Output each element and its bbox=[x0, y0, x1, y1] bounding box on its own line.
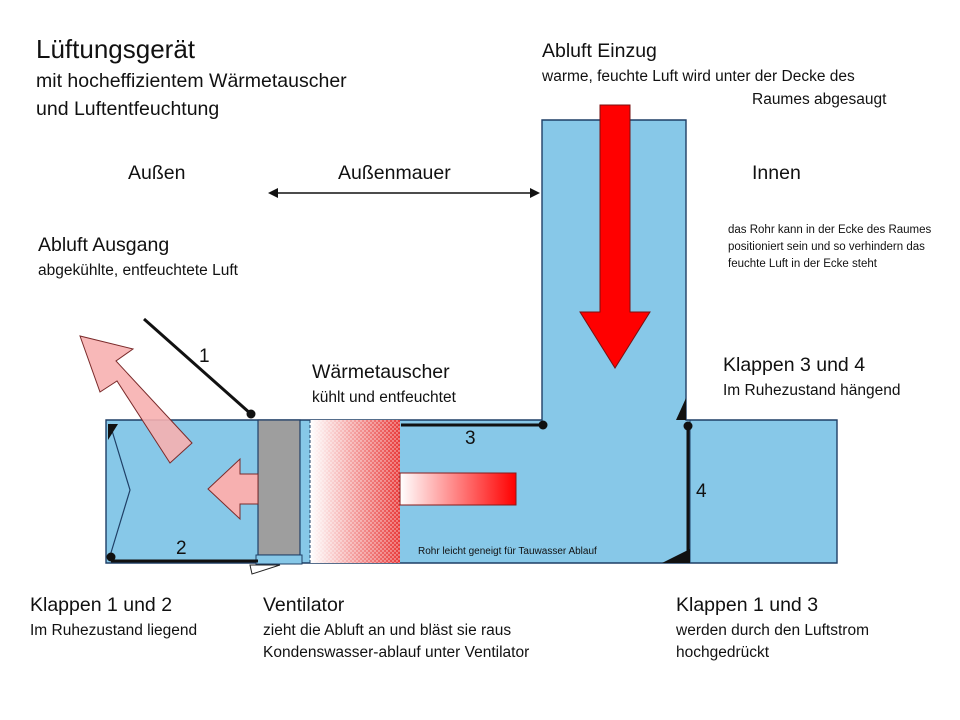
waermetauscher-sub: kühlt und entfeuchtet bbox=[312, 389, 456, 406]
title-line3: und Luftentfeuchtung bbox=[36, 98, 220, 120]
flow-arrow-left bbox=[207, 457, 259, 521]
zone-aussen: Außen bbox=[128, 162, 186, 184]
klappen-1-3-line2: hochgedrückt bbox=[676, 644, 770, 661]
klappen-1-2-heading: Klappen 1 und 2 bbox=[30, 594, 173, 616]
waermetauscher-heading: Wärmetauscher bbox=[312, 361, 450, 383]
flap-number-1: 1 bbox=[199, 346, 210, 367]
intake-arrow bbox=[579, 104, 651, 369]
klappen-3-4-heading: Klappen 3 und 4 bbox=[723, 354, 866, 376]
flap-1 bbox=[143, 317, 252, 416]
exhaust-arrow bbox=[79, 335, 193, 464]
zone-innen: Innen bbox=[752, 162, 801, 184]
fan bbox=[257, 419, 301, 556]
pipe-note: Rohr leicht geneigt für Tauwasser Ablauf bbox=[418, 546, 597, 557]
condensate-drain bbox=[249, 564, 281, 575]
flap-number-2: 2 bbox=[176, 538, 187, 559]
klappen-1-2-sub: Im Ruhezustand liegend bbox=[30, 622, 198, 639]
klappen-1-3-heading: Klappen 1 und 3 bbox=[676, 594, 819, 616]
ventilator-heading: Ventilator bbox=[263, 594, 345, 616]
klappen-1-3-line1: werden durch den Luftstrom bbox=[676, 622, 869, 639]
corner-note: das Rohr kann in der Ecke des Raumes pos… bbox=[728, 224, 932, 270]
abluft-einzug-line1: warme, feuchte Luft wird unter der Decke… bbox=[542, 68, 855, 85]
flap-number-3: 3 bbox=[465, 428, 476, 449]
ventilator-line1: zieht die Abluft an und bläst sie raus bbox=[263, 622, 512, 639]
title-line2: mit hocheffizientem Wärmetauscher bbox=[36, 70, 347, 92]
zone-aussenmauer: Außenmauer bbox=[338, 162, 451, 184]
abluft-einzug-heading: Abluft Einzug bbox=[542, 40, 657, 62]
abluft-einzug-line2: Raumes abgesaugt bbox=[752, 91, 887, 108]
abluft-ausgang-heading: Abluft Ausgang bbox=[38, 234, 170, 256]
ventilator-line2: Kondenswasser-ablauf unter Ventilator bbox=[263, 644, 530, 661]
outlet-chevron bbox=[109, 423, 131, 557]
fan-base bbox=[255, 554, 303, 565]
title-main: Lüftungsgerät bbox=[36, 34, 196, 64]
klappen-3-4-sub: Im Ruhezustand hängend bbox=[723, 382, 901, 399]
abluft-ausgang-sub: abgekühlte, entfeuchtete Luft bbox=[38, 262, 238, 279]
flap-number-4: 4 bbox=[696, 481, 707, 502]
flow-bar bbox=[399, 472, 517, 506]
